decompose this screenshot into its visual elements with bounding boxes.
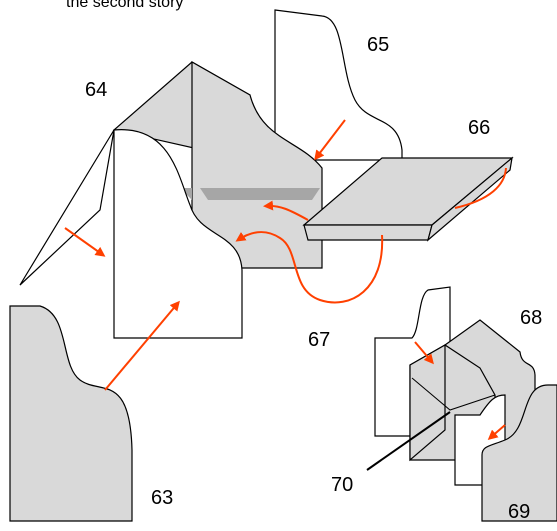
arrow-63-to-64	[104, 300, 180, 391]
panel-64	[19, 60, 323, 339]
panel-68-inner-line	[411, 377, 496, 411]
panel-68	[409, 319, 536, 486]
label-69: 69	[508, 501, 531, 523]
curve-66-side	[454, 167, 507, 209]
arrow-65-to-64	[314, 119, 346, 161]
panel-69	[481, 384, 557, 522]
leader-line-70	[366, 411, 451, 471]
panel-64-back-face	[191, 60, 323, 269]
caption-text: the second story	[66, 0, 184, 11]
panel-64-side-flap	[19, 129, 115, 286]
label-66: 66	[468, 117, 491, 139]
curve-arrow-66-to-back	[263, 200, 309, 221]
label-70: 70	[331, 474, 354, 496]
panel-64-front-face	[113, 129, 243, 339]
panel-68-left	[409, 343, 446, 462]
panel-66-front	[303, 224, 433, 241]
arrow-flap-to-64	[64, 227, 106, 257]
arrow-69-to-68	[487, 424, 506, 440]
label-63: 63	[151, 487, 174, 509]
panel-63	[9, 305, 133, 522]
label-65: 65	[367, 34, 390, 56]
panel-64-shadow-strip	[200, 188, 320, 200]
curve-arrow-66-to-front	[235, 231, 384, 304]
label-68: 68	[520, 307, 543, 329]
label-64: 64	[85, 79, 108, 101]
panel-66-side	[426, 156, 513, 242]
panel-65	[274, 9, 403, 161]
arrow-67-to-68	[414, 341, 434, 365]
panel-66	[302, 156, 514, 242]
label-67: 67	[308, 329, 331, 351]
